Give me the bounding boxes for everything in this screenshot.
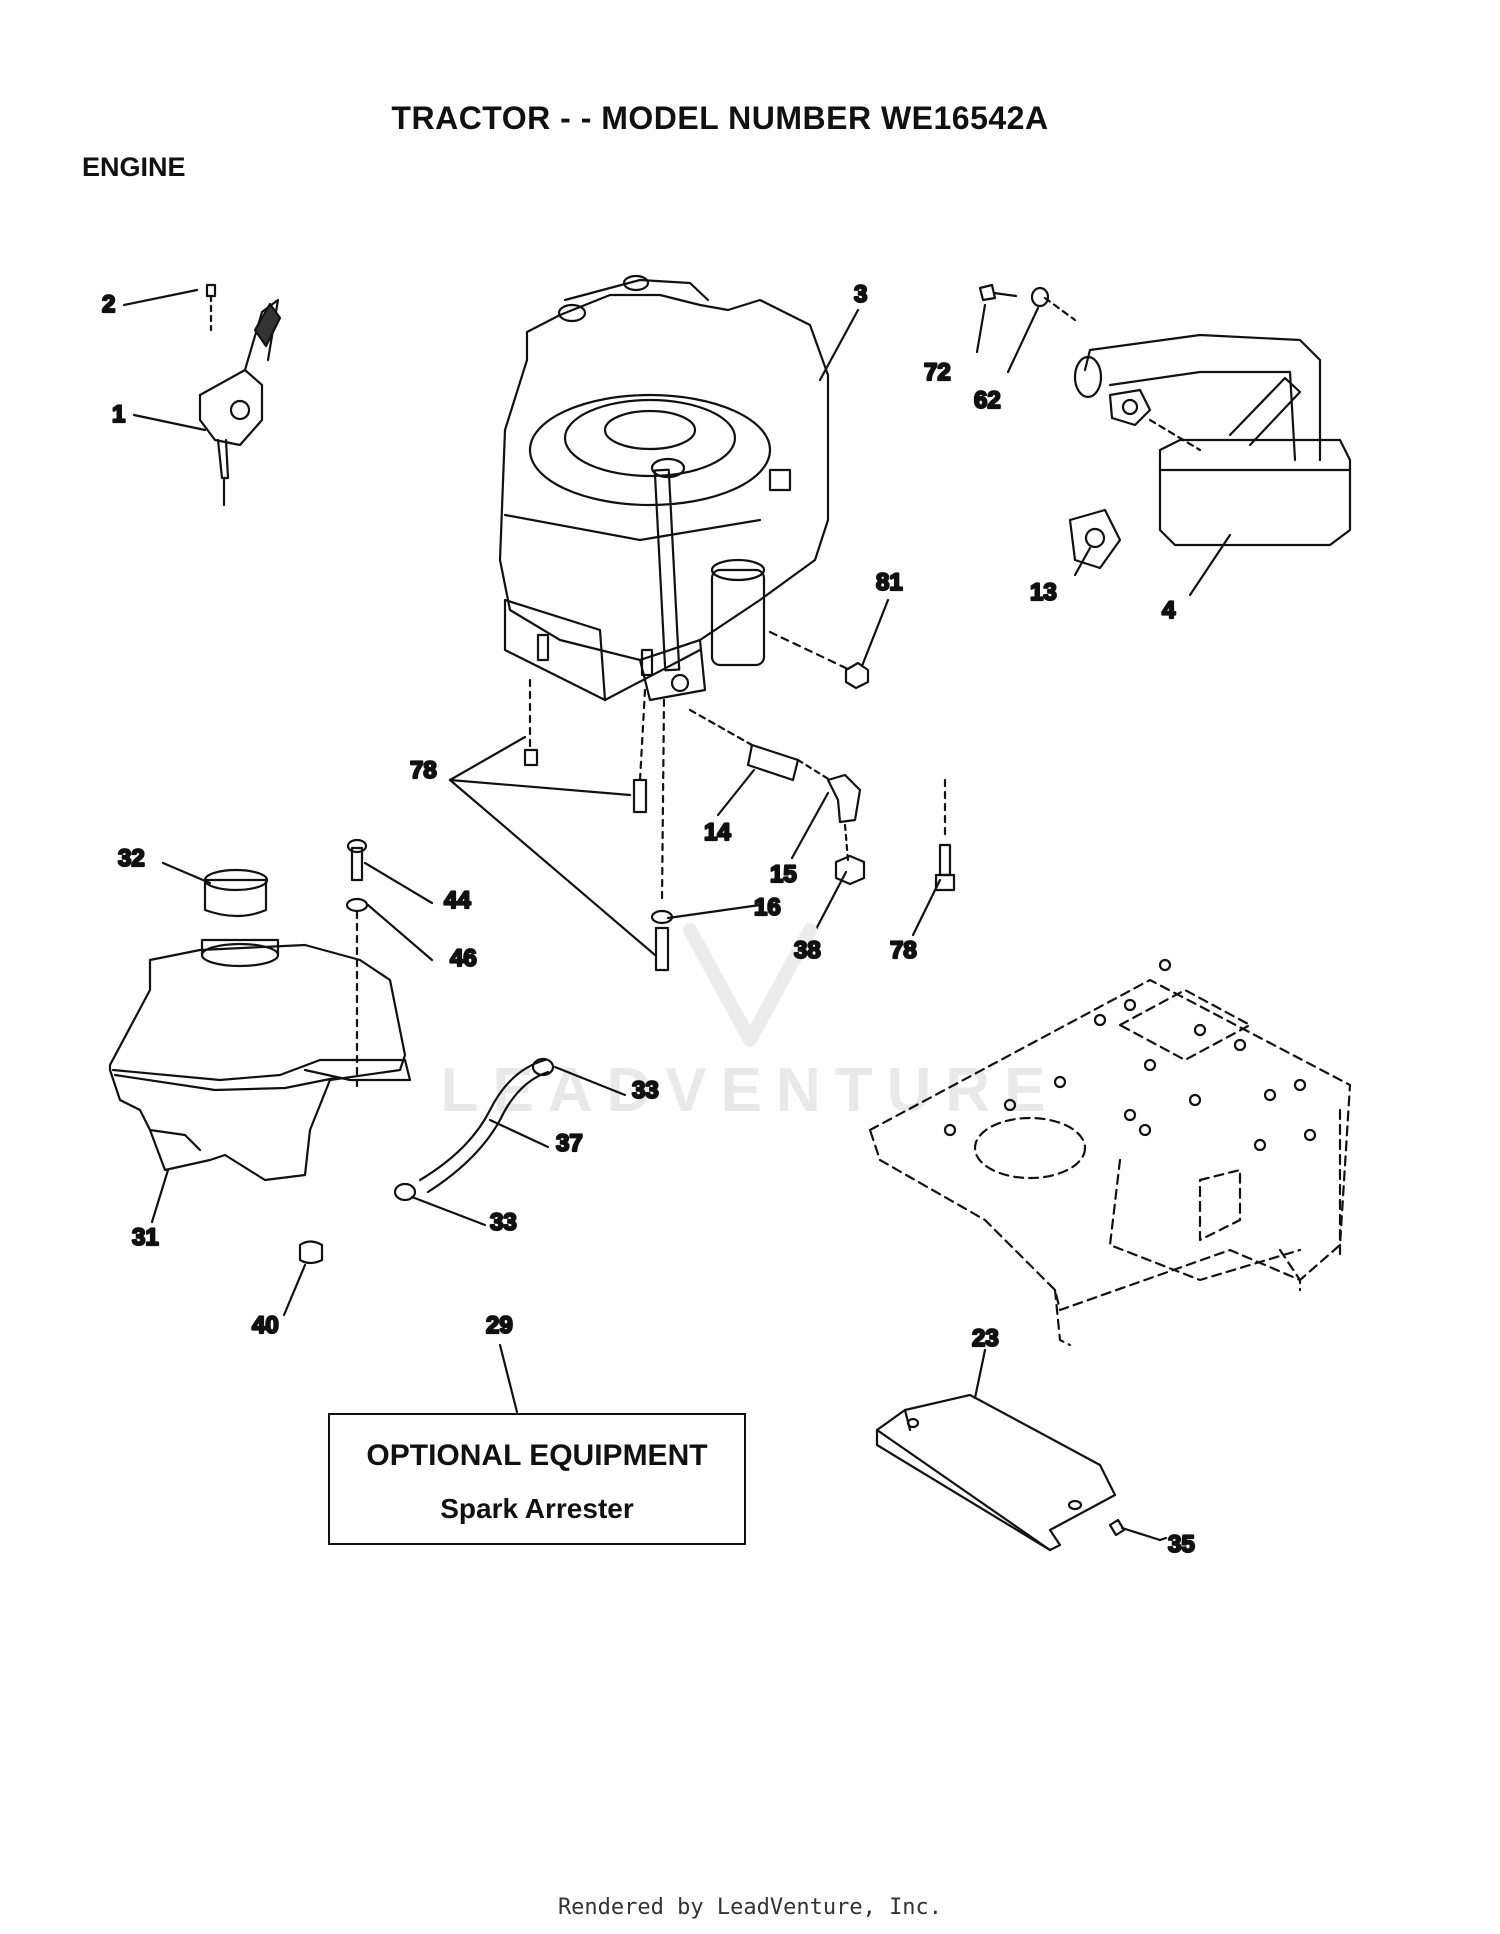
callout-1: 1 xyxy=(112,401,125,428)
leader-lines xyxy=(150,861,434,1317)
section-heading: ENGINE xyxy=(82,152,186,182)
leader-lines xyxy=(818,308,860,382)
optional-equipment-heading: OPTIONAL EQUIPMENT xyxy=(366,1439,708,1472)
callout-4: 4 xyxy=(1162,597,1176,624)
callout-15: 15 xyxy=(770,861,797,888)
gasket-part xyxy=(1068,508,1122,570)
render-credit: Rendered by LeadVenture, Inc. xyxy=(557,1895,943,1920)
leader-lines xyxy=(860,598,890,668)
callout-33b: 33 xyxy=(490,1209,517,1236)
callout-31: 31 xyxy=(132,1224,159,1251)
callout-37: 37 xyxy=(556,1130,583,1157)
fuel-cap-part xyxy=(203,868,269,918)
callout-38: 38 xyxy=(794,937,821,964)
watermark-logo xyxy=(683,923,817,1047)
bottom-nut-part xyxy=(834,823,866,886)
callout-35: 35 xyxy=(1168,1531,1195,1558)
callout-14: 14 xyxy=(704,819,731,846)
fitting-part xyxy=(688,708,862,824)
callout-40: 40 xyxy=(252,1312,279,1339)
leader-lines xyxy=(448,735,942,957)
frame-holes xyxy=(943,958,1317,1152)
fuel-tank-part xyxy=(108,938,412,1182)
throttle-control-part xyxy=(198,283,282,507)
exhaust-bolt-part xyxy=(978,283,1202,452)
callout-81: 81 xyxy=(876,569,903,596)
leader-lines xyxy=(973,1348,1168,1542)
engine-part xyxy=(498,274,830,702)
optional-equipment-item: Spark Arrester xyxy=(440,1493,634,1524)
callout-29: 29 xyxy=(486,1312,513,1339)
frame-part xyxy=(868,978,1352,1347)
callout-72: 72 xyxy=(924,359,951,386)
callout-13: 13 xyxy=(1030,579,1057,606)
callout-46: 46 xyxy=(450,945,477,972)
muffler-part xyxy=(1073,333,1352,547)
callout-3: 3 xyxy=(854,281,867,308)
screw-washer-part xyxy=(298,838,369,1265)
leader-lines xyxy=(410,1065,627,1227)
leader-lines xyxy=(975,303,1232,597)
callout-44: 44 xyxy=(444,887,471,914)
callout-78a: 78 xyxy=(410,757,437,784)
nut-part xyxy=(768,630,870,690)
callout-62: 62 xyxy=(974,387,1001,414)
leader-lines xyxy=(122,288,207,432)
callout-16: 16 xyxy=(754,894,781,921)
callout-33a: 33 xyxy=(632,1077,659,1104)
optional-equipment-box: OPTIONAL EQUIPMENT Spark Arrester xyxy=(328,1413,746,1545)
fuel-line-part xyxy=(393,1057,555,1202)
leader-lines xyxy=(498,1343,519,1414)
mounting-bolt-part xyxy=(523,678,956,972)
page-title: TRACTOR - - MODEL NUMBER WE16542A xyxy=(391,100,1049,136)
callout-2: 2 xyxy=(102,291,115,318)
callout-78b: 78 xyxy=(890,937,917,964)
callout-23: 23 xyxy=(972,1325,999,1352)
heat-shield-part xyxy=(875,1393,1162,1552)
callout-32: 32 xyxy=(118,845,145,872)
